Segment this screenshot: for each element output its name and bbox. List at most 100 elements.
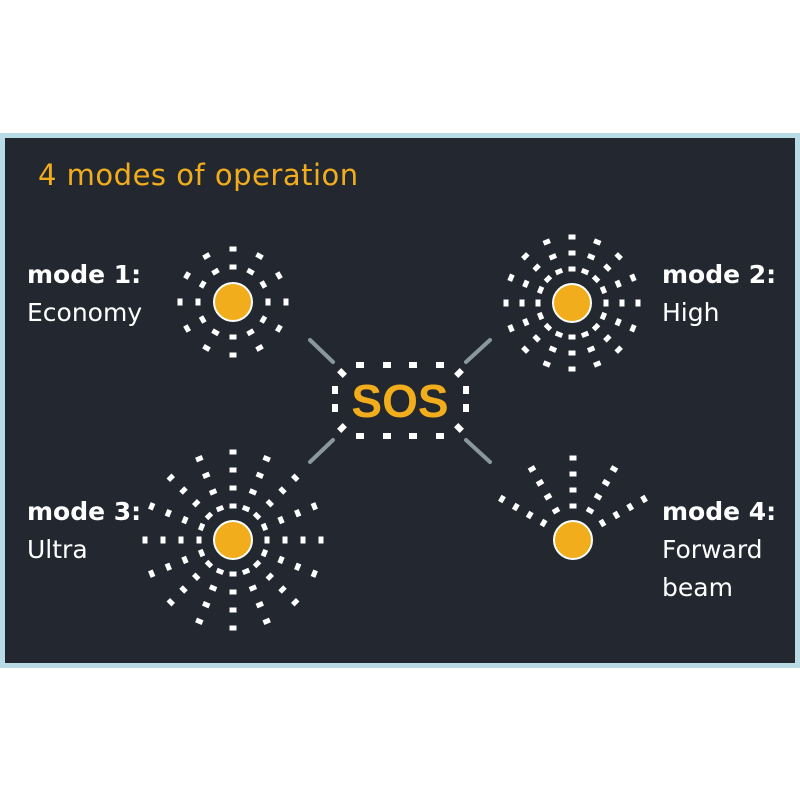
diagram-panel xyxy=(0,133,800,668)
mode-1-ray-dash xyxy=(198,315,207,324)
mode-1-ray-dash xyxy=(211,328,220,337)
diagram-title: 4 modes of operation xyxy=(38,158,359,192)
mode-3-ray-dash xyxy=(160,536,166,544)
mode-4-label: mode 4: Forward beam xyxy=(662,493,776,607)
mode-2-ray-dash xyxy=(568,366,576,372)
mode-1-light-icon xyxy=(213,282,253,322)
mode-4-ray-dash xyxy=(527,465,537,473)
mode-2-ray-dash xyxy=(614,279,622,289)
mode-3-ray-dash xyxy=(241,567,251,576)
mode-2-ray-dash xyxy=(548,345,558,353)
mode-3-ray-dash xyxy=(229,467,237,473)
mode-1-ray-dash xyxy=(183,271,192,280)
mode-3-ray-dash xyxy=(148,569,156,578)
mode-4-name: Forward xyxy=(662,535,763,564)
mode-3-ray-dash xyxy=(229,503,237,509)
mode-3-ray-dash xyxy=(215,504,225,513)
mode-3-ray-dash xyxy=(166,597,176,607)
mode-2-ray-dash xyxy=(548,253,558,261)
mode-1-ray-dash xyxy=(259,315,268,324)
mode-4-ray-dash xyxy=(640,494,648,504)
mode-4-ray-dash xyxy=(511,502,520,512)
mode-3-ray-dash xyxy=(277,555,285,565)
mode-3-ray-dash xyxy=(260,522,269,532)
mode-4-ray-dash xyxy=(609,465,619,473)
mode-2-ray-dash xyxy=(614,317,622,327)
mode-4-ray-dash xyxy=(569,487,577,493)
mode-3-ray-dash xyxy=(181,515,189,525)
mode-3-ray-dash xyxy=(229,607,237,613)
mode-2-ray-dash xyxy=(542,360,551,368)
mode-4-ray-dash xyxy=(569,455,577,461)
mode-3-ray-dash xyxy=(164,509,172,518)
mode-1-ray-dash xyxy=(255,252,264,261)
mode-3-ray-dash xyxy=(178,536,184,544)
mode-2-ray-dash xyxy=(536,311,545,321)
mode-4-ray-dash xyxy=(626,502,635,512)
mode-2-ray-dash xyxy=(568,266,576,272)
mode-4-ray-dash xyxy=(601,478,611,487)
mode-3-ray-dash xyxy=(197,548,206,558)
mode-3-light-icon xyxy=(213,520,253,560)
mode-4-name-2: beam xyxy=(662,573,733,602)
mode-2-ray-dash xyxy=(542,238,551,246)
mode-3-ray-dash xyxy=(278,585,287,594)
mode-3-ray-dash xyxy=(318,536,324,544)
mode-3-ray-dash xyxy=(197,522,206,532)
mode-2-ray-dash xyxy=(507,273,515,282)
mode-2-ray-dash xyxy=(614,252,623,261)
mode-3-ray-dash xyxy=(202,601,211,609)
mode-2-ray-dash xyxy=(629,273,637,282)
sos-box xyxy=(332,362,469,439)
mode-4-ray-dash xyxy=(543,492,553,501)
mode-3-ray-dash xyxy=(252,511,262,521)
sos-border-dash xyxy=(454,423,464,433)
mode-3-ray-dash xyxy=(265,498,275,508)
mode-1-ray-dash xyxy=(246,328,255,337)
mode-1-ray-dash xyxy=(274,324,283,333)
mode-4-heading: mode 4: xyxy=(662,497,777,526)
mode-2-ray-dash xyxy=(603,334,612,343)
mode-3-ray-dash xyxy=(262,455,271,463)
mode-2-ray-dash xyxy=(554,330,564,339)
mode-1-ray-dash xyxy=(229,334,237,340)
mode-2-light-icon xyxy=(552,283,592,323)
mode-3-ray-dash xyxy=(300,536,306,544)
mode-2-heading: mode 2: xyxy=(662,260,777,289)
mode-4-ray-dash xyxy=(569,503,577,509)
mode-3-ray-dash xyxy=(164,562,172,571)
connector-line xyxy=(308,338,335,364)
mode-1-ray-dash xyxy=(177,298,183,306)
mode-3-ray-dash xyxy=(248,488,258,496)
sos-border-dash xyxy=(332,386,338,394)
mode-2-ray-dash xyxy=(532,263,541,272)
connector-line xyxy=(308,438,335,464)
mode-2-ray-dash xyxy=(522,279,530,289)
sos-border-dash xyxy=(383,433,391,439)
mode-1-ray-dash xyxy=(229,264,237,270)
sos-border-dash xyxy=(436,433,444,439)
mode-1-ray-dash xyxy=(274,271,283,280)
mode-2-ray-dash xyxy=(568,350,576,356)
mode-3-ray-dash xyxy=(290,597,300,607)
mode-1-heading: mode 1: xyxy=(27,260,142,289)
mode-2-label: mode 2: High xyxy=(662,256,776,332)
mode-3-ray-dash xyxy=(248,584,258,592)
mode-3-ray-dash xyxy=(229,485,237,491)
mode-3-ray-dash xyxy=(196,536,202,544)
mode-2-ray-dash xyxy=(568,334,576,340)
mode-2-ray-dash xyxy=(593,360,602,368)
mode-3-ray-dash xyxy=(290,473,300,483)
mode-3-ray-dash xyxy=(181,555,189,565)
mode-2-ray-dash xyxy=(580,330,590,339)
mode-4-ray-dash xyxy=(585,506,595,515)
mode-3-ray-dash xyxy=(229,449,237,455)
mode-2-ray-dash xyxy=(536,285,545,295)
mode-3-ray-dash xyxy=(255,471,264,479)
mode-3-ray-dash xyxy=(262,617,271,625)
mode-3-ray-dash xyxy=(195,455,204,463)
mode-4-light-icon xyxy=(553,520,593,560)
mode-2-ray-dash xyxy=(603,263,612,272)
sos-border-dash xyxy=(454,368,464,378)
